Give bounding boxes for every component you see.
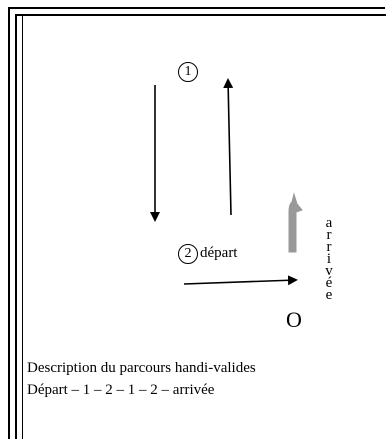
finish-point-label: O xyxy=(286,307,302,332)
frame-outer-border xyxy=(8,7,385,439)
finish-label-letter: é xyxy=(325,275,333,291)
finish-flag xyxy=(288,192,303,253)
start-label: départ xyxy=(200,245,238,261)
step-two-number: 2 xyxy=(184,246,192,261)
description-line-2: Départ – 1 – 2 – 1 – 2 – arrivée xyxy=(27,382,215,398)
description-line-1: Description du parcours handi-valides xyxy=(27,360,256,376)
finish-label-letter: r xyxy=(326,239,332,255)
up-arrow xyxy=(223,78,234,216)
finish-label-letter: i xyxy=(326,251,332,267)
finish-label-letter: e xyxy=(325,287,333,303)
finish-label-letter: v xyxy=(325,263,333,279)
right-arrow xyxy=(183,275,298,286)
finish-label-letter: r xyxy=(326,227,332,243)
frame-left-double-line xyxy=(22,14,23,439)
step-one-marker: 1 xyxy=(178,62,198,82)
step-one-number: 1 xyxy=(184,64,192,79)
finish-label-letter: a xyxy=(325,215,333,231)
frame-inner-border xyxy=(15,14,386,439)
step-two-marker: 2 xyxy=(178,244,198,264)
